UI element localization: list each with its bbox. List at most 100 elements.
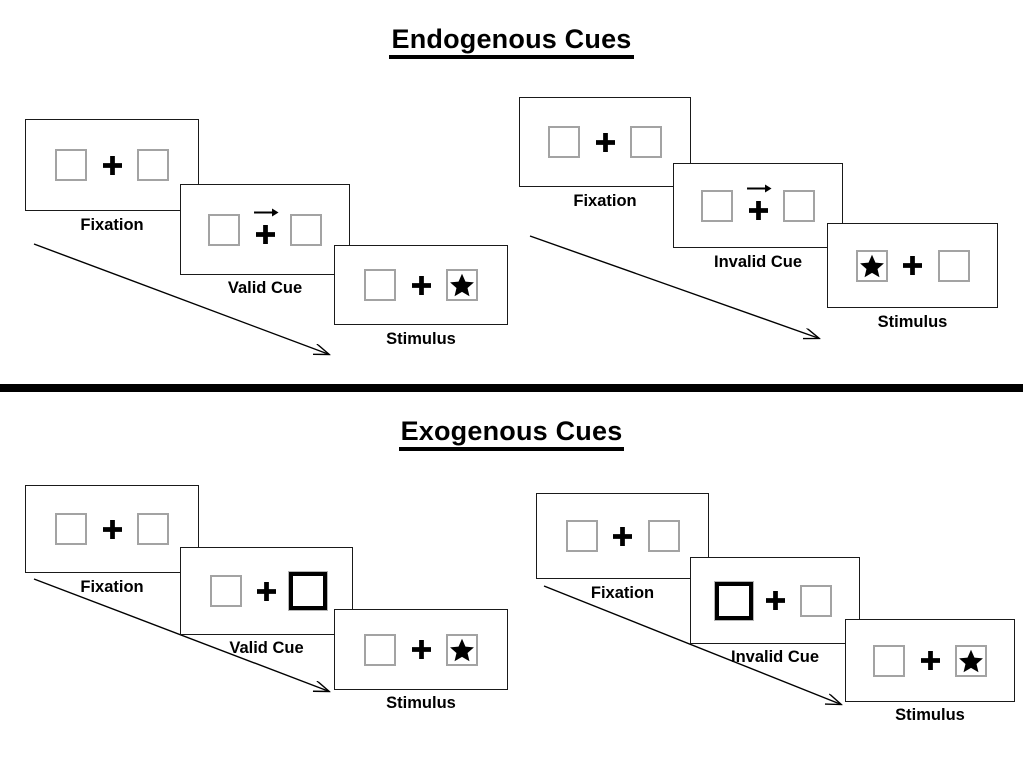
left-placeholder-square <box>701 189 733 222</box>
panel-exogenous-valid-fixation[interactable] <box>25 485 199 573</box>
left-placeholder-square <box>364 633 396 666</box>
section-divider <box>0 384 1023 392</box>
panel-endogenous-valid-fixation[interactable] <box>25 119 199 211</box>
right-placeholder-slot <box>777 184 821 228</box>
right-placeholder-slot <box>794 579 838 623</box>
panel-exogenous-valid-cue[interactable] <box>180 547 353 635</box>
right-target-slot <box>949 639 993 683</box>
left-placeholder-square <box>209 575 242 607</box>
left-placeholder-square <box>55 149 87 181</box>
panel-label-exogenous-invalid-fixation: Fixation <box>590 584 655 602</box>
right-placeholder-square <box>955 644 987 677</box>
panel-exogenous-invalid-stimulus[interactable] <box>845 619 1015 702</box>
panel-endogenous-invalid-stimulus[interactable] <box>827 223 998 308</box>
panel-label-endogenous-valid-stimulus: Stimulus <box>386 330 456 348</box>
panel-label-endogenous-valid-fixation: Fixation <box>80 216 144 234</box>
star-icon <box>450 638 474 661</box>
right-placeholder-square <box>783 189 815 222</box>
panel-display-area <box>181 548 352 634</box>
center-fixation-slot <box>402 628 440 672</box>
right-target-slot <box>440 263 484 307</box>
center-fixation-slot <box>93 507 131 551</box>
panel-display-area <box>26 120 198 210</box>
panel-endogenous-valid-stimulus[interactable] <box>334 245 508 325</box>
endogenous-section-title: Endogenous Cues <box>0 24 1023 60</box>
left-placeholder-square <box>55 513 87 545</box>
panel-label-exogenous-valid-stimulus: Stimulus <box>386 694 456 712</box>
exogenous-title-text: Exogenous Cues <box>398 416 625 452</box>
center-fixation-slot <box>246 208 284 252</box>
left-target-slot <box>850 244 894 288</box>
plus-icon <box>102 519 122 539</box>
plus-icon <box>765 591 785 610</box>
center-fixation-slot <box>402 263 440 307</box>
right-placeholder-square <box>800 584 832 617</box>
panel-endogenous-invalid-fixation[interactable] <box>519 97 691 187</box>
left-placeholder-slot <box>695 184 739 228</box>
center-fixation-slot <box>93 143 131 187</box>
star-icon <box>859 254 884 277</box>
panel-endogenous-invalid-cue[interactable] <box>673 163 843 248</box>
left-placeholder-slot <box>867 639 911 683</box>
left-placeholder-slot <box>560 514 604 558</box>
panel-display-area <box>520 98 690 186</box>
panel-display-area <box>26 486 198 572</box>
right-cued-square <box>287 571 328 611</box>
exogenous-section: Exogenous Cues Fixation <box>0 396 1023 767</box>
panel-display-area <box>335 610 507 689</box>
center-fixation-slot <box>756 579 794 623</box>
endogenous-section: Endogenous Cues Fixation <box>0 24 1023 388</box>
left-placeholder-square <box>855 249 888 282</box>
left-placeholder-slot <box>49 507 93 551</box>
left-cue-slot <box>712 579 756 623</box>
panel-label-endogenous-invalid-fixation: Fixation <box>573 192 637 210</box>
right-placeholder-slot <box>131 143 175 187</box>
left-placeholder-square <box>873 644 905 677</box>
panel-display-area <box>537 494 708 578</box>
left-placeholder-square <box>364 269 396 301</box>
left-cued-square <box>714 580 754 621</box>
panel-label-exogenous-invalid-cue: Invalid Cue <box>730 648 820 666</box>
left-placeholder-slot <box>49 143 93 187</box>
arrow-right-icon <box>747 184 772 192</box>
left-placeholder-square <box>208 213 240 246</box>
exogenous-section-title: Exogenous Cues <box>0 416 1023 452</box>
right-placeholder-slot <box>642 514 686 558</box>
endogenous-title-text: Endogenous Cues <box>389 24 634 60</box>
right-placeholder-square <box>137 513 169 545</box>
left-placeholder-slot <box>204 569 248 613</box>
panel-display-area <box>828 224 997 307</box>
panel-label-exogenous-valid-cue: Valid Cue <box>229 639 304 657</box>
right-placeholder-square <box>647 520 680 552</box>
panel-exogenous-valid-stimulus[interactable] <box>334 609 508 690</box>
plus-icon <box>613 526 632 546</box>
panel-label-endogenous-invalid-stimulus: Stimulus <box>877 313 948 331</box>
right-placeholder-slot <box>131 507 175 551</box>
panel-endogenous-valid-cue[interactable] <box>180 184 350 275</box>
panel-exogenous-invalid-fixation[interactable] <box>536 493 709 579</box>
right-placeholder-square <box>937 249 970 282</box>
plus-icon <box>920 651 940 670</box>
panel-label-exogenous-valid-fixation: Fixation <box>80 578 144 596</box>
center-fixation-slot <box>586 120 624 164</box>
panel-display-area <box>181 185 349 274</box>
left-placeholder-slot <box>202 208 246 252</box>
panel-display-area <box>691 558 859 643</box>
panel-display-area <box>846 620 1014 701</box>
plus-icon <box>411 640 431 659</box>
left-placeholder-slot <box>542 120 586 164</box>
center-fixation-slot <box>894 244 932 288</box>
plus-icon <box>255 225 275 244</box>
plus-icon <box>748 201 768 220</box>
center-fixation-slot <box>739 184 777 228</box>
panel-exogenous-invalid-cue[interactable] <box>690 557 860 644</box>
right-placeholder-slot <box>284 208 328 252</box>
plus-icon <box>411 275 431 295</box>
left-placeholder-square <box>565 520 598 552</box>
plus-icon <box>595 132 615 152</box>
plus-icon <box>102 155 122 175</box>
center-fixation-slot <box>248 569 286 613</box>
plus-icon <box>903 256 922 275</box>
right-placeholder-slot <box>624 120 668 164</box>
right-placeholder-square <box>137 149 169 181</box>
